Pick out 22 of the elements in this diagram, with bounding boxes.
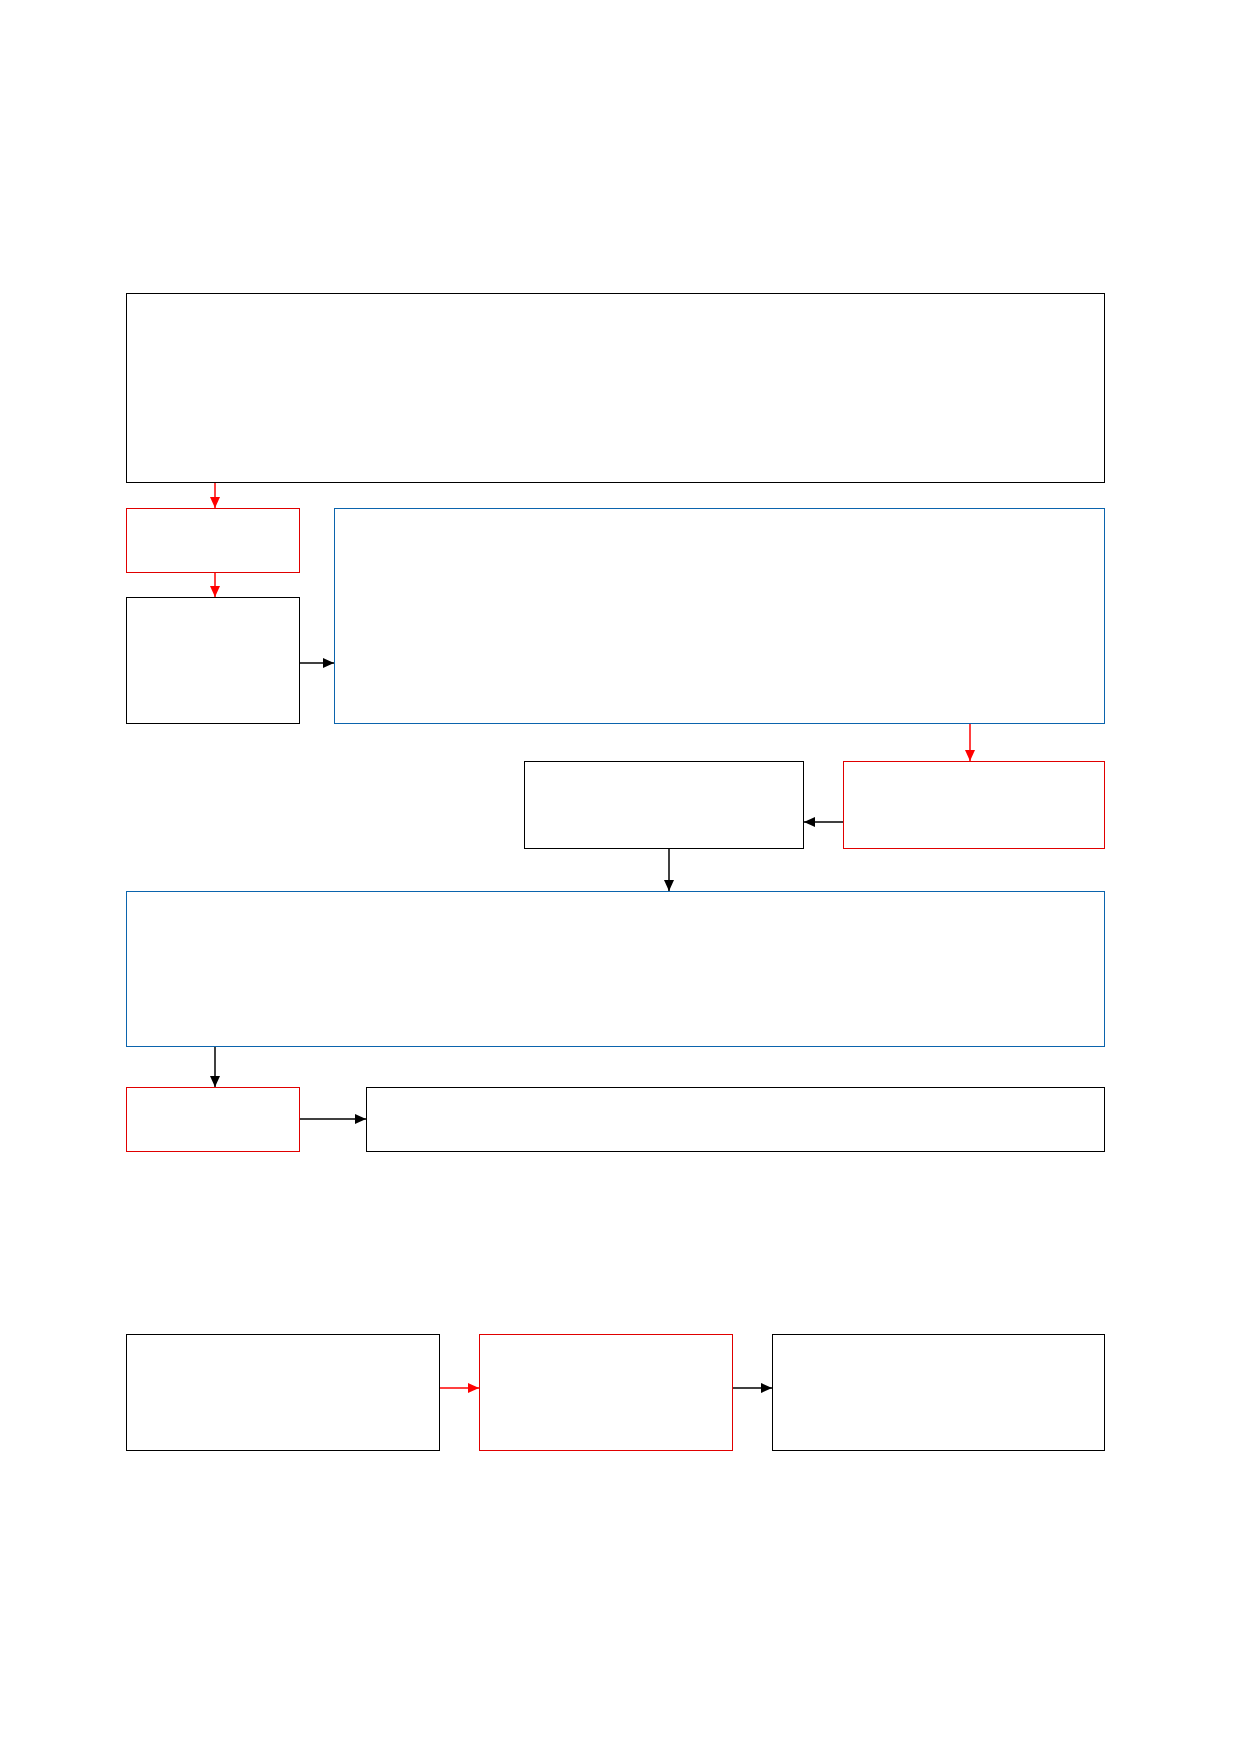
empty-box: [126, 508, 300, 573]
arrow: [299, 658, 335, 668]
arrow: [732, 1383, 773, 1393]
empty-box: [126, 293, 1105, 483]
arrow: [210, 572, 220, 598]
empty-box: [126, 891, 1105, 1047]
arrow: [803, 817, 844, 827]
arrow: [210, 482, 220, 509]
arrow: [299, 1114, 367, 1124]
arrow: [210, 1046, 220, 1088]
empty-box: [772, 1334, 1105, 1451]
empty-box: [126, 597, 300, 724]
empty-box: [843, 761, 1105, 849]
empty-box: [334, 508, 1105, 724]
empty-box: [524, 761, 804, 849]
empty-box: [479, 1334, 733, 1451]
empty-box: [126, 1087, 300, 1152]
arrow: [439, 1383, 480, 1393]
arrow: [965, 723, 975, 762]
empty-box: [126, 1334, 440, 1451]
empty-box: [366, 1087, 1105, 1152]
arrow: [664, 848, 674, 892]
